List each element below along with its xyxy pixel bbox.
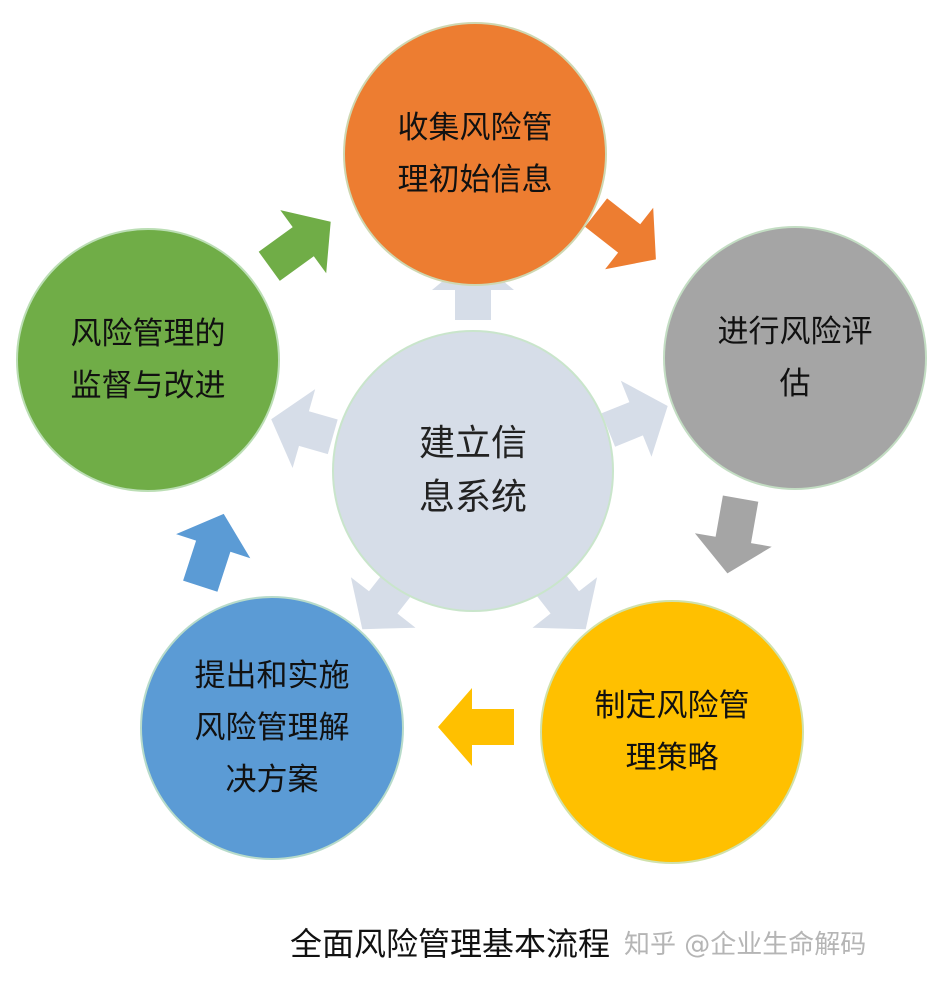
diagram-title: 全面风险管理基本流程	[290, 925, 611, 963]
node-risk-assessment-line-1: 进行风险评	[717, 314, 873, 350]
node-implement-line-3: 决方案	[225, 762, 319, 798]
center-to-assess-arrow	[601, 380, 668, 457]
node-strategy-line-1: 制定风险管	[594, 688, 750, 724]
node-monitor-line-2: 监督与改进	[70, 368, 226, 404]
implement-to-monitor-arrow	[176, 513, 251, 592]
center-to-monitor-arrow	[271, 389, 338, 468]
node-implement-solution: 提出和实施 风险管理解 决方案	[140, 596, 404, 860]
node-monitor-improve-label: 风险管理的 监督与改进	[71, 308, 226, 412]
caption: 全面风险管理基本流程 知乎 @企业生命解码	[290, 918, 930, 966]
center-label: 建立信 息系统	[419, 417, 527, 525]
node-implement-solution-label: 提出和实施 风险管理解 决方案	[195, 650, 350, 806]
node-implement-line-2: 风险管理解	[194, 710, 350, 746]
node-implement-line-1: 提出和实施	[194, 658, 350, 694]
node-strategy: 制定风险管 理策略	[540, 600, 804, 864]
center-line-2: 息系统	[418, 477, 527, 518]
node-monitor-line-1: 风险管理的	[70, 316, 226, 352]
strategy-to-implement-arrow	[438, 688, 514, 766]
collect-to-assess-arrow	[585, 198, 656, 270]
node-risk-assessment-line-2: 估	[779, 366, 811, 402]
node-collect-info-line-1: 收集风险管	[397, 110, 553, 146]
node-center-info-system: 建立信 息系统	[332, 330, 614, 612]
node-collect-info-line-2: 理初始信息	[397, 162, 553, 198]
center-to-collect-arrow	[432, 256, 514, 320]
node-collect-info: 收集风险管 理初始信息	[343, 22, 607, 286]
monitor-to-collect-arrow	[258, 210, 331, 281]
center-line-1: 建立信	[418, 423, 527, 464]
assess-to-strategy-arrow	[694, 495, 772, 574]
node-strategy-line-2: 理策略	[625, 740, 719, 776]
node-risk-assessment: 进行风险评 估	[663, 226, 927, 490]
node-collect-info-label: 收集风险管 理初始信息	[398, 102, 553, 206]
node-risk-assessment-label: 进行风险评 估	[718, 306, 873, 410]
node-monitor-improve: 风险管理的 监督与改进	[16, 228, 280, 492]
node-strategy-label: 制定风险管 理策略	[595, 680, 750, 784]
watermark: 知乎 @企业生命解码	[624, 929, 867, 960]
